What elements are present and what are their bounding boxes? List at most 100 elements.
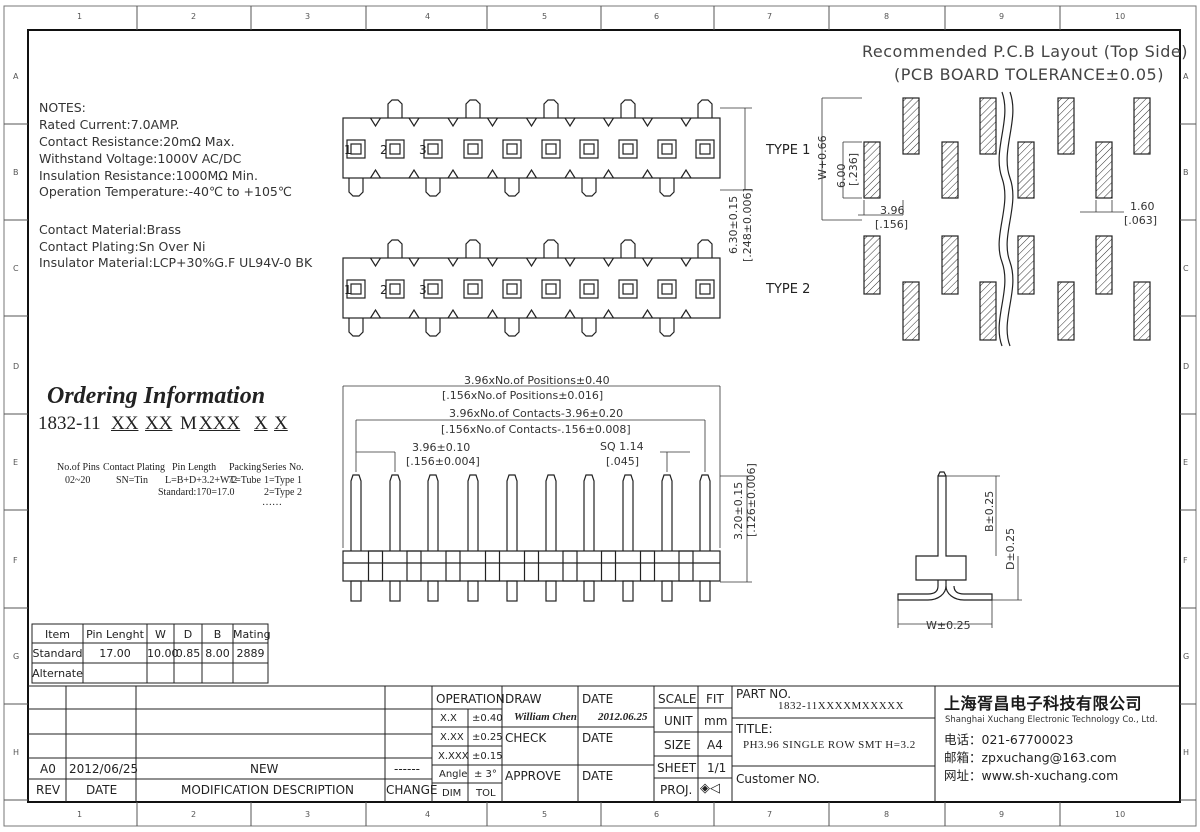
pin-tail-up — [697, 99, 713, 118]
ordering-code-packing: X — [254, 413, 268, 434]
column-label-top: 4 — [425, 12, 431, 21]
pcb-pad — [863, 235, 881, 295]
front-pin-tail — [583, 580, 595, 602]
item-table-cell: 0.85 — [175, 647, 201, 660]
ordering-code-length: XXX — [199, 413, 241, 434]
contact-pad — [618, 139, 638, 159]
contact-pad — [618, 279, 638, 299]
pin-tail-down — [504, 178, 520, 197]
body-notch — [408, 257, 420, 268]
rev-date: 2012/06/25 — [69, 762, 139, 776]
tol-xxxx: X.XXX — [438, 751, 469, 762]
note-contact-plating: Contact Plating:Sn Over Ni — [39, 239, 206, 254]
front-body-rib — [484, 550, 501, 582]
column-label-bottom: 5 — [542, 810, 548, 819]
front-body-rib — [523, 550, 540, 582]
label-pins-range: 02~20 — [65, 475, 91, 486]
pcb-pad — [1133, 281, 1151, 341]
tol-xxx: X.XX — [440, 732, 464, 743]
item-table-header: Item — [44, 628, 71, 641]
body-notch — [369, 257, 382, 268]
body-notch — [486, 168, 499, 179]
body-notch — [369, 308, 382, 319]
connector-body — [342, 117, 721, 179]
part-no-value: 1832-11XXXXMXXXXX — [778, 700, 905, 712]
row-label-left: F — [13, 556, 18, 565]
type2-pin-3: 3 — [419, 283, 427, 297]
side-dim-b: B±0.25 — [983, 490, 996, 532]
contact-pad-inner — [350, 283, 362, 295]
approve-label: APPROVE — [505, 769, 562, 783]
contact-pad — [541, 139, 561, 159]
pcb-dim-pad: 1.60 — [1130, 200, 1155, 213]
front-pin — [467, 474, 479, 551]
row-label-right: D — [1183, 362, 1190, 371]
front-body-rib — [639, 550, 656, 582]
note-rated-current: Rated Current:7.0AMP. — [39, 117, 180, 132]
note-operation-temperature: Operation Temperature:-40℃ to +105℃ — [39, 184, 292, 199]
contact-pad-inner — [427, 143, 439, 155]
approve-date-label: DATE — [582, 769, 614, 783]
side-pin-tip — [937, 471, 947, 477]
label-pin-length: Pin Length — [172, 462, 217, 473]
pin-tail-up — [543, 239, 559, 258]
pcb-pad — [941, 141, 959, 199]
item-table-header: D — [183, 628, 193, 641]
contact-pad-inner — [661, 143, 673, 155]
pin-tail-down — [659, 178, 675, 197]
company-name-cn: 上海胥昌电子科技有限公司 — [944, 694, 1143, 713]
size-label: SIZE — [664, 738, 691, 752]
pin-tail-down — [425, 318, 441, 337]
body-notch — [641, 308, 654, 319]
item-table-cell: Standard — [32, 647, 83, 660]
pcb-dim-pitch: 3.96 — [880, 204, 905, 217]
body-notch — [525, 257, 538, 268]
connector-top-view — [342, 239, 721, 337]
row-label-left: C — [13, 264, 19, 273]
company-web: 网址：www.sh-xuchang.com — [944, 768, 1119, 783]
label-contact-plating: Contact Plating — [103, 462, 165, 473]
type2-pin-1: 1 — [344, 283, 352, 297]
pcb-tolerance-title: (PCB BOARD TOLERANCE±0.05) — [894, 65, 1164, 84]
break-line — [998, 91, 1006, 347]
front-body-rib — [600, 550, 617, 582]
tol-label: TOL — [476, 788, 496, 799]
label-plating-tin: SN=Tin — [116, 475, 148, 486]
body-notch — [564, 117, 576, 128]
column-label-bottom: 2 — [191, 810, 197, 819]
type1-pin-1: 1 — [344, 143, 352, 157]
contact-pad-inner — [506, 283, 518, 295]
body-notch — [602, 168, 615, 179]
column-label-bottom: 10 — [1115, 810, 1126, 819]
pcb-pad — [1017, 235, 1035, 295]
side-body — [915, 475, 967, 581]
pcb-pad — [863, 141, 881, 199]
title-value: PH3.96 SINGLE ROW SMT H=3.2 — [743, 739, 916, 751]
contact-pad-inner — [467, 283, 479, 295]
front-pin — [389, 474, 401, 551]
ordering-code-prefix: 1832-11 — [38, 413, 101, 434]
pcb-pad — [902, 97, 920, 155]
dim-positions: 3.96xNo.of Positions±0.40 — [464, 374, 610, 387]
pin-tail-down — [348, 178, 364, 197]
check-label: CHECK — [505, 731, 547, 745]
contact-pad-inner — [545, 283, 557, 295]
contact-pad — [541, 279, 561, 299]
tol-xxxx-val: ±0.15 — [472, 751, 503, 762]
contact-pad — [579, 279, 599, 299]
ordering-code-m: M — [180, 413, 197, 434]
company-email: 邮箱：zpxuchang@163.com — [944, 750, 1117, 765]
pcb-pad — [1095, 235, 1113, 295]
front-height-inch: [.126±0.006] — [745, 463, 758, 537]
front-body — [342, 550, 721, 582]
dim-label: DIM — [442, 788, 462, 799]
contact-pad — [385, 139, 405, 159]
body-notch — [486, 117, 499, 128]
front-pin-tail — [545, 580, 557, 602]
contact-pad-inner — [350, 143, 362, 155]
contact-pad-inner — [583, 283, 595, 295]
rev-change: ------ — [394, 762, 420, 776]
pcb-pad — [902, 281, 920, 341]
body-notch — [447, 257, 459, 268]
side-dim-w: W±0.25 — [926, 619, 971, 632]
